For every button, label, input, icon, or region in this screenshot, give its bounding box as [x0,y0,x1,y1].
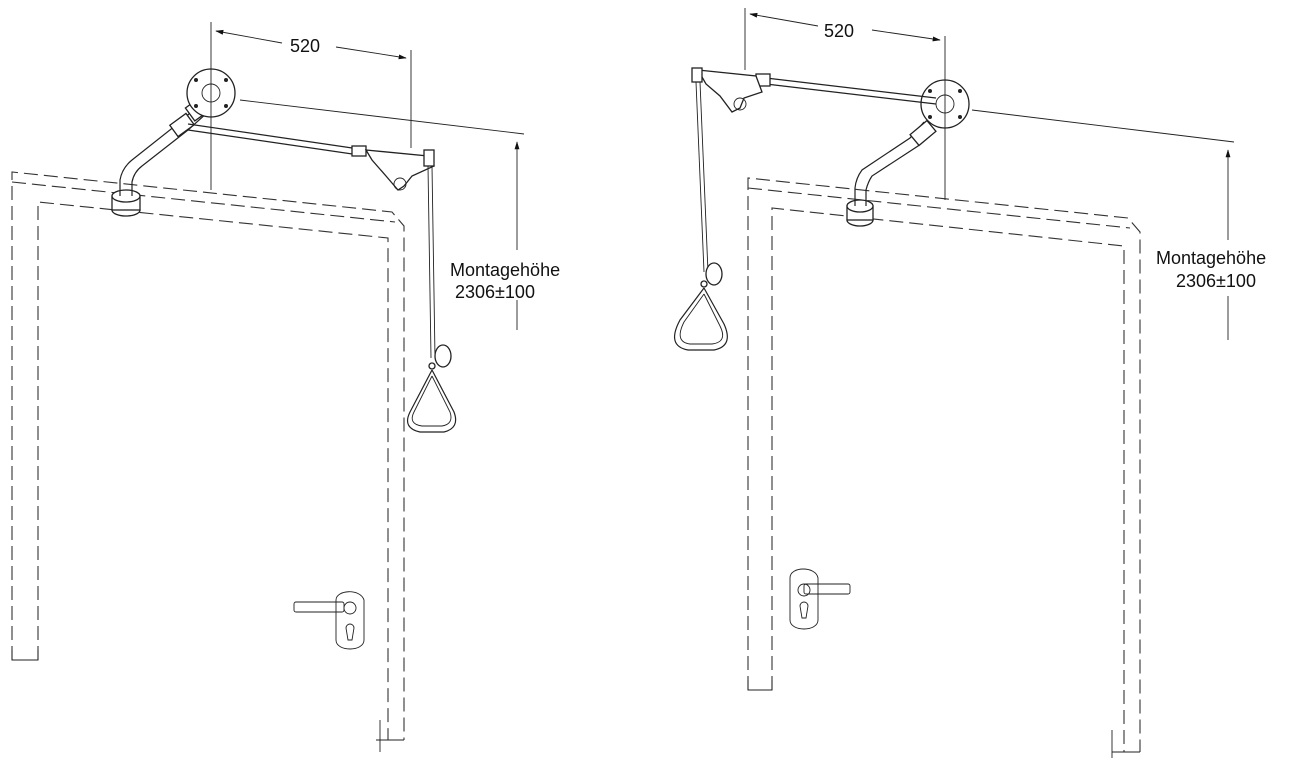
left-height-value: 2306±100 [455,282,535,302]
left-door-frame [11,171,405,752]
left-height-label: Montagehöhe [450,260,560,280]
left-view: 520 Montagehöhe 2306±100 [11,22,560,752]
right-height-dimension: Montagehöhe 2306±100 [971,109,1266,340]
right-shower-head [846,199,874,227]
right-height-value: 2306±100 [1176,271,1256,291]
left-width-dimension: 520 [210,22,412,190]
left-door-handle [293,591,365,650]
right-door-handle [789,568,851,630]
right-pipe-arm [854,119,937,206]
left-shower-head [111,189,141,217]
right-pull-rod [691,67,937,113]
left-pull-handle [407,165,457,433]
left-pull-rod [187,123,435,191]
right-door-frame [747,177,1141,758]
right-view: 520 Montagehöhe 2306±100 [673,8,1266,758]
right-width-dimension: 520 [744,8,946,200]
left-height-dimension: Montagehöhe 2306±100 [239,99,560,330]
right-height-label: Montagehöhe [1156,248,1266,268]
right-width-label: 520 [824,21,854,41]
left-width-label: 520 [290,36,320,56]
right-pull-handle [673,81,728,351]
